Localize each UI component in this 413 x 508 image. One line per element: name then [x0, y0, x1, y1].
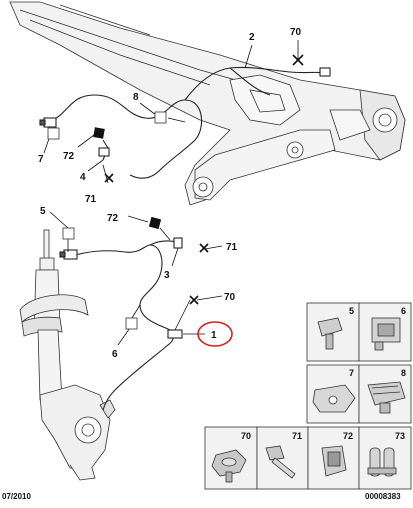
- front-strut-drawing: [19, 229, 116, 481]
- callout-1: 1: [211, 330, 217, 341]
- tile-label-73: 73: [395, 431, 405, 441]
- callout-4: 4: [80, 172, 86, 183]
- tile-label-72: 72: [343, 431, 353, 441]
- callout-6: 6: [112, 349, 118, 360]
- callout-2: 2: [249, 32, 255, 43]
- callout-72-top: 72: [63, 151, 75, 162]
- tile-label-71: 71: [292, 431, 302, 441]
- callout-8: 8: [133, 92, 139, 103]
- callout-black-squares: [93, 127, 162, 230]
- tile-70-nut-drawing: [211, 449, 247, 483]
- tile-label-7: 7: [349, 368, 354, 378]
- tile-71-bolt-drawing: [265, 445, 296, 479]
- callout-7: 7: [38, 154, 44, 165]
- tile-label-70: 70: [241, 431, 251, 441]
- tile-label-6: 6: [401, 306, 406, 316]
- callout-70-top: 70: [290, 27, 302, 38]
- top-harness-wire: [39, 66, 331, 179]
- tile-6-clip-drawing: [371, 317, 401, 351]
- callout-leaders: [43, 40, 299, 346]
- fixing-symbols: [104, 54, 304, 305]
- tile-72-clip-drawing: [321, 445, 347, 477]
- bottom-harness-wire: [59, 237, 183, 411]
- footer-ref: 00008383: [365, 492, 401, 501]
- tile-label-5: 5: [349, 306, 354, 316]
- callout-71-bottom: 71: [226, 242, 238, 253]
- callout-3: 3: [164, 270, 170, 281]
- tile-label-8: 8: [401, 368, 406, 378]
- tile-5-clip-drawing: [317, 317, 343, 350]
- callout-5: 5: [40, 206, 46, 217]
- tile-7-bracket-drawing: [312, 384, 356, 413]
- callout-squares: [47, 111, 167, 330]
- callout-71-top: 71: [85, 194, 97, 205]
- rear-axle-drawing: [9, 1, 406, 206]
- tile-73-clip-drawing: [367, 447, 397, 477]
- callout-72-bottom: 72: [107, 213, 119, 224]
- footer-date: 07/2010: [2, 492, 31, 501]
- tile-8-grommet-drawing: [367, 381, 406, 414]
- highlight-ring: [197, 321, 233, 347]
- callout-70-bottom: 70: [224, 292, 236, 303]
